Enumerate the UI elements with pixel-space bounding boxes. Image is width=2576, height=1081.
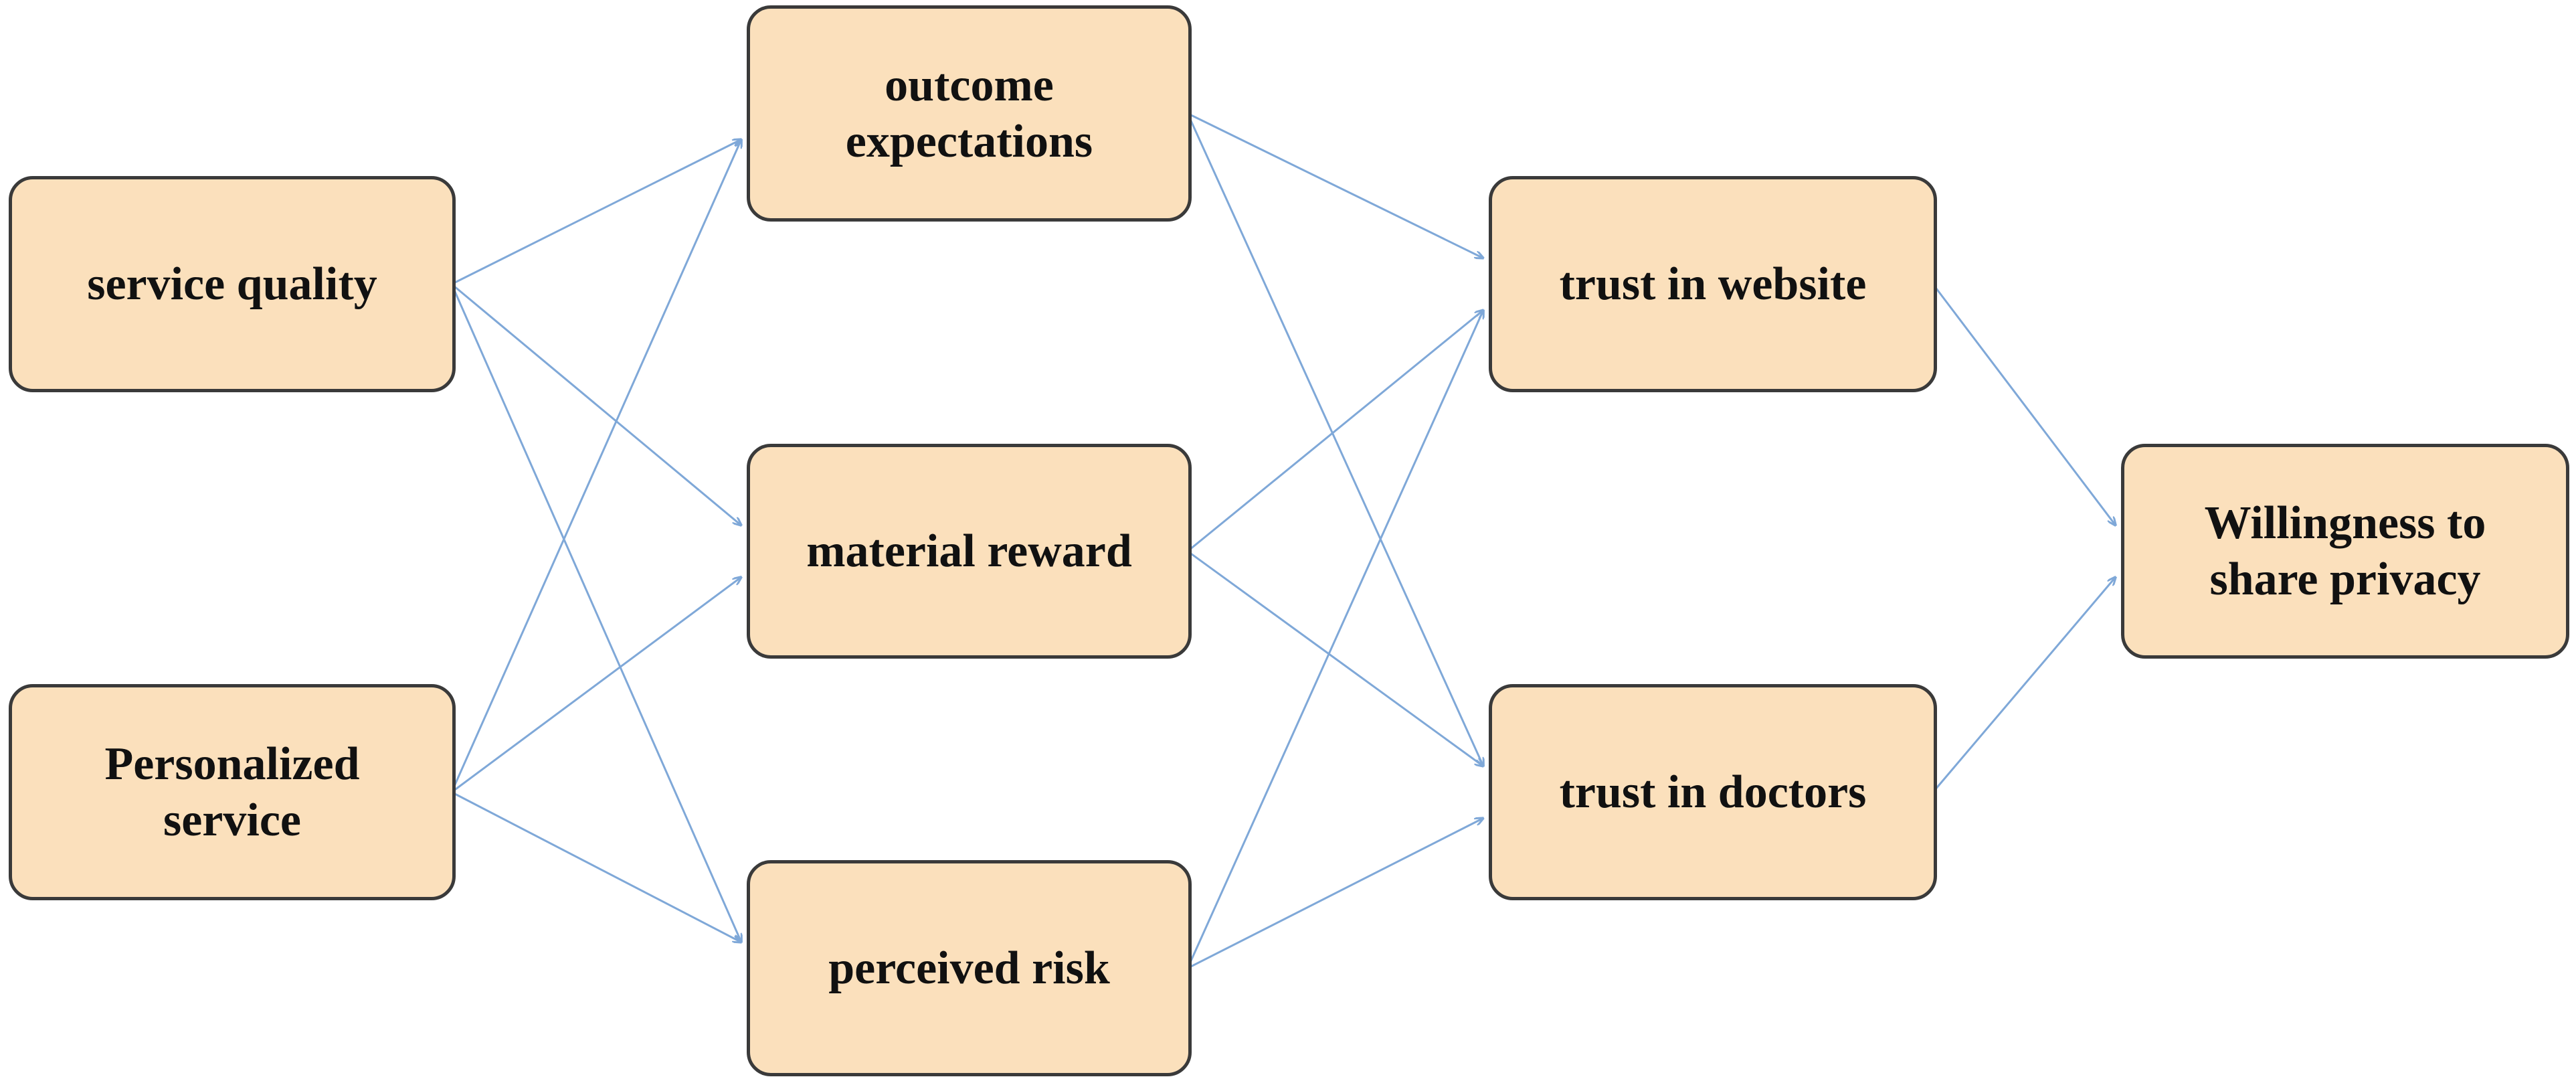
node-trust-in-website: trust in website [1489,176,1937,392]
arrow-service-quality-to-outcome-expectations [451,139,741,285]
arrow-outcome-expectations-to-trust-in-doctors [1186,112,1483,766]
node-personalized-service: Personalized service [9,684,456,900]
arrow-service-quality-to-material-reward [451,283,741,525]
node-trust-in-doctors: trust in doctors [1489,684,1937,900]
node-label: perceived risk [828,942,1110,994]
node-label: outcome expectations [845,59,1093,167]
node-label: service quality [87,258,377,310]
arrow-perceived-risk-to-trust-in-doctors [1187,818,1483,969]
arrow-trust-in-website-to-willingness-to-share-privacy [1932,283,2116,525]
node-label: trust in doctors [1559,766,1867,818]
node-label: Willingness to share privacy [2204,497,2486,605]
node-label: material reward [806,525,1132,577]
arrow-personalized-service-to-perceived-risk [451,791,741,942]
node-material-reward: material reward [747,444,1192,659]
arrow-material-reward-to-trust-in-website [1187,310,1483,552]
arrow-trust-in-doctors-to-willingness-to-share-privacy [1932,577,2116,793]
arrow-personalized-service-to-material-reward [451,577,741,793]
node-willingness-to-share-privacy: Willingness to share privacy [2121,444,2569,659]
arrow-perceived-risk-to-trust-in-website [1186,310,1483,969]
node-label: trust in website [1559,258,1867,310]
arrow-service-quality-to-perceived-risk [450,283,741,942]
node-perceived-risk: perceived risk [747,860,1192,1076]
arrow-outcome-expectations-to-trust-in-website [1187,112,1483,258]
node-label: Personalized service [104,738,360,846]
arrow-material-reward-to-trust-in-doctors [1187,550,1483,766]
node-outcome-expectations: outcome expectations [747,5,1192,222]
node-service-quality: service quality [9,176,456,392]
arrow-personalized-service-to-outcome-expectations [450,139,741,793]
